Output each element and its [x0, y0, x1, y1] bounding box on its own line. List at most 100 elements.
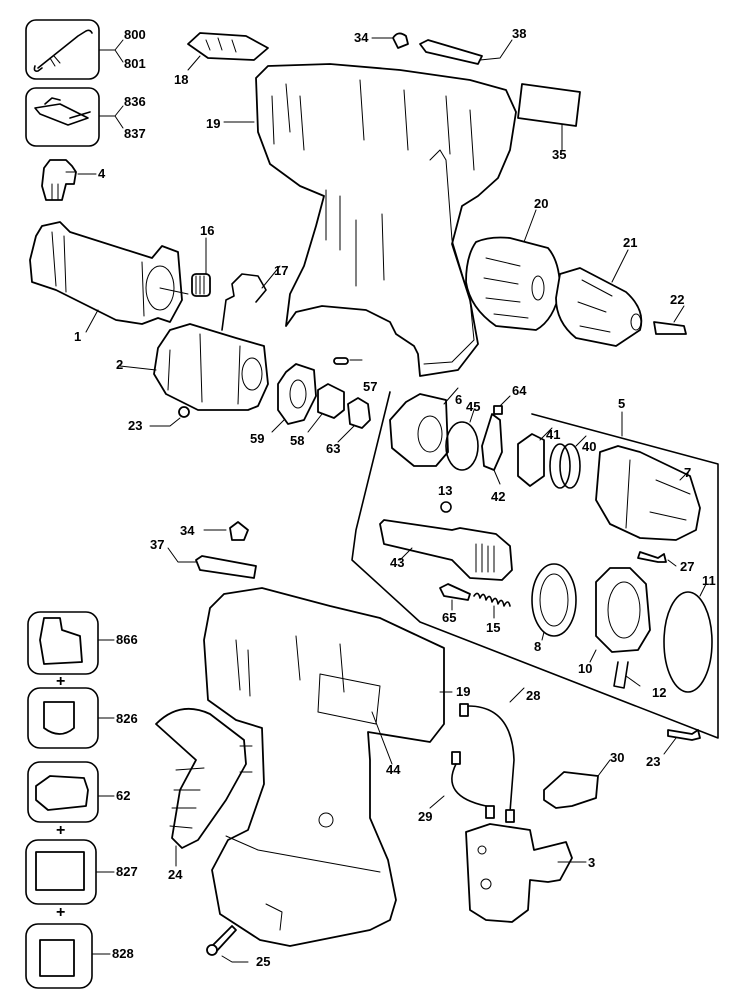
part-41-clutch-plate — [517, 427, 553, 487]
part-24-grip — [155, 707, 253, 867]
callout-25: 25 — [256, 954, 271, 969]
part-34-bit-clip-mid — [203, 521, 249, 541]
callout-45: 45 — [466, 399, 481, 414]
part-40-clutch-spring — [549, 435, 587, 489]
callout-5: 5 — [618, 396, 626, 411]
callout-30: 30 — [610, 750, 625, 765]
callout-21: 21 — [623, 235, 638, 250]
callout-828: 828 — [112, 946, 134, 961]
part-28-wire — [459, 687, 525, 823]
part-1-motor — [29, 221, 189, 333]
callout-42: 42 — [491, 489, 506, 504]
callout-4: 4 — [98, 166, 106, 181]
callout-866: 866 — [116, 632, 138, 647]
callout-22: 22 — [670, 292, 685, 307]
part-35-label-plate — [517, 83, 581, 151]
part-27-screw — [637, 551, 677, 567]
part-59-ring-gear — [271, 363, 317, 433]
part-10-clutch-collar — [589, 567, 651, 663]
part-4-brush-holder — [41, 159, 97, 201]
callout-3: 3 — [588, 855, 596, 870]
callout-58: 58 — [290, 433, 305, 448]
part-57-pin — [333, 357, 363, 365]
part-19-housing-half-top — [223, 63, 517, 377]
callout-19-top: 19 — [206, 116, 221, 131]
callout-23-right: 23 — [646, 754, 661, 769]
part-836-837-bracket-box — [25, 87, 124, 147]
callout-28: 28 — [526, 688, 541, 703]
callout-34-top: 34 — [354, 30, 369, 45]
part-34-bit-clip-top — [371, 32, 409, 49]
part-12-u-pin — [613, 661, 641, 689]
callout-8: 8 — [534, 639, 542, 654]
callout-38: 38 — [512, 26, 527, 41]
callout-62: 62 — [116, 788, 131, 803]
kit-battery-label-826 — [27, 687, 115, 749]
callout-65: 65 — [442, 610, 457, 625]
part-19-housing-half-bottom — [203, 587, 453, 947]
part-42-clutch-lever — [481, 413, 503, 485]
part-6-gear-case — [389, 387, 459, 467]
part-58-planet-gear — [307, 383, 345, 433]
callout-43: 43 — [390, 555, 405, 570]
callout-837: 837 — [124, 126, 146, 141]
part-2-gearbox-housing — [119, 323, 269, 411]
callout-37: 37 — [150, 537, 165, 552]
kit-battery-866 — [27, 611, 115, 675]
callout-11: 11 — [702, 573, 716, 588]
kit-charger-label-827 — [25, 839, 115, 905]
part-13-ball — [440, 501, 452, 513]
callout-17: 17 — [274, 263, 289, 278]
callout-2: 2 — [116, 357, 124, 372]
kit-label-828 — [25, 923, 111, 989]
part-65-pin — [439, 583, 471, 611]
part-5-clutch-assembly-panel — [351, 391, 719, 739]
callout-35: 35 — [552, 147, 567, 162]
callout-1: 1 — [74, 329, 82, 344]
part-30-lock-button — [543, 759, 611, 809]
part-63-planet-carrier — [337, 397, 371, 443]
callout-13: 13 — [438, 483, 453, 498]
callout-15: 15 — [486, 620, 501, 635]
part-23-screw-right — [663, 729, 701, 755]
part-43-spindle — [379, 519, 513, 581]
part-38-screwdriver-bit-top — [419, 39, 513, 65]
part-800-801-tool-box — [25, 19, 124, 80]
callout-20: 20 — [534, 196, 549, 211]
callout-24: 24 — [168, 867, 183, 882]
callout-827: 827 — [116, 864, 138, 879]
callout-12: 12 — [652, 685, 667, 700]
callout-34-mid: 34 — [180, 523, 195, 538]
part-23-screw-left — [149, 406, 190, 427]
part-17-wire-spring — [221, 265, 281, 331]
part-18-slide-button — [187, 32, 269, 71]
part-64-block — [493, 395, 511, 415]
callout-19-bottom: 19 — [456, 684, 471, 699]
part-21-chuck-nose — [555, 249, 643, 347]
callout-16: 16 — [200, 223, 215, 238]
callout-18: 18 — [174, 72, 189, 87]
part-16-pinion-gear — [191, 237, 211, 297]
part-45-retaining-ring — [445, 409, 479, 471]
callout-826: 826 — [116, 711, 138, 726]
callout-27: 27 — [680, 559, 695, 574]
callout-10: 10 — [578, 661, 593, 676]
part-20-chuck-sleeve — [465, 209, 561, 331]
part-3-trigger-switch — [465, 823, 587, 923]
kit-plus-1: + — [56, 673, 66, 690]
callout-23-left: 23 — [128, 418, 143, 433]
callout-63: 63 — [326, 441, 341, 456]
part-15-spring — [473, 592, 511, 619]
callout-64: 64 — [512, 383, 527, 398]
callout-44: 44 — [386, 762, 401, 777]
callout-801: 801 — [124, 56, 146, 71]
callout-59: 59 — [250, 431, 265, 446]
callout-836: 836 — [124, 94, 146, 109]
callout-57: 57 — [363, 379, 378, 394]
part-7-clutch-housing — [595, 445, 701, 541]
callout-800: 800 — [124, 27, 146, 42]
kit-plus-3: + — [56, 904, 66, 921]
callout-41: 41 — [546, 427, 561, 442]
